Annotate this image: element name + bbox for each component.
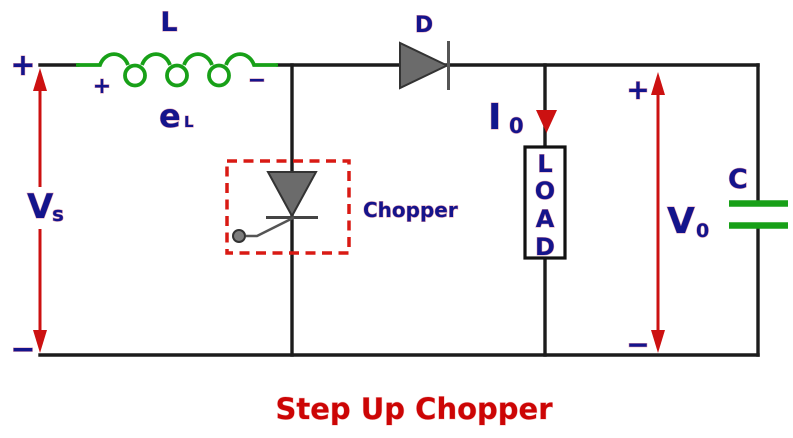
inductor-emf-subscript: L [184, 113, 194, 131]
source-plus-sign: + [10, 48, 35, 83]
output-plus-sign: + [626, 73, 649, 106]
vs-arrow [33, 68, 47, 353]
load-letter: L [537, 150, 552, 178]
v0-arrow-head-up [651, 72, 665, 95]
thyristor-gate-terminal-dot [232, 229, 246, 243]
i0-label: I [488, 97, 501, 138]
load-box [523, 145, 567, 260]
thyristor-gate-lead [246, 216, 295, 238]
v0-arrow [651, 72, 665, 353]
chopper-dashed-box [225, 159, 351, 255]
inductor-coil-loop [123, 63, 147, 88]
load-letter: O [535, 177, 555, 205]
vs-label-subscript: s [52, 202, 64, 226]
inductor-coil-loop [207, 63, 231, 88]
diagram-title: Step Up Chopper [275, 392, 553, 426]
thyristor-triangle [266, 171, 318, 219]
i0-label-subscript: 0 [509, 114, 524, 138]
inductor-plus-sign: + [93, 74, 111, 99]
diode-symbol [399, 41, 450, 90]
inductor-coil-loop [165, 63, 189, 88]
diode-label: D [415, 13, 433, 38]
output-minus-sign: − [626, 328, 649, 361]
inductor-minus-sign: − [248, 68, 266, 93]
load-letter: A [536, 205, 555, 233]
inductor-label: L [160, 7, 177, 38]
source-minus-sign: − [10, 332, 35, 367]
chopper-label: Chopper [363, 198, 458, 222]
capacitor-label: C [728, 164, 748, 195]
inductor-emf-label: e [159, 97, 181, 135]
vs-label: V [27, 187, 54, 227]
v0-label-subscript: 0 [696, 220, 709, 242]
load-letter: D [535, 233, 555, 261]
vs-arrow-head-down [33, 330, 47, 353]
inductor-coil-bumps [76, 52, 278, 67]
v0-label: V [667, 201, 695, 242]
capacitor-symbol [729, 200, 788, 229]
diode-triangle [399, 41, 450, 90]
vs-arrow-head-up [33, 68, 47, 91]
thyristor-symbol [232, 171, 318, 243]
i0-arrowhead [536, 110, 557, 133]
inductor-coil [76, 52, 278, 88]
v0-arrow-head-down [651, 330, 665, 353]
